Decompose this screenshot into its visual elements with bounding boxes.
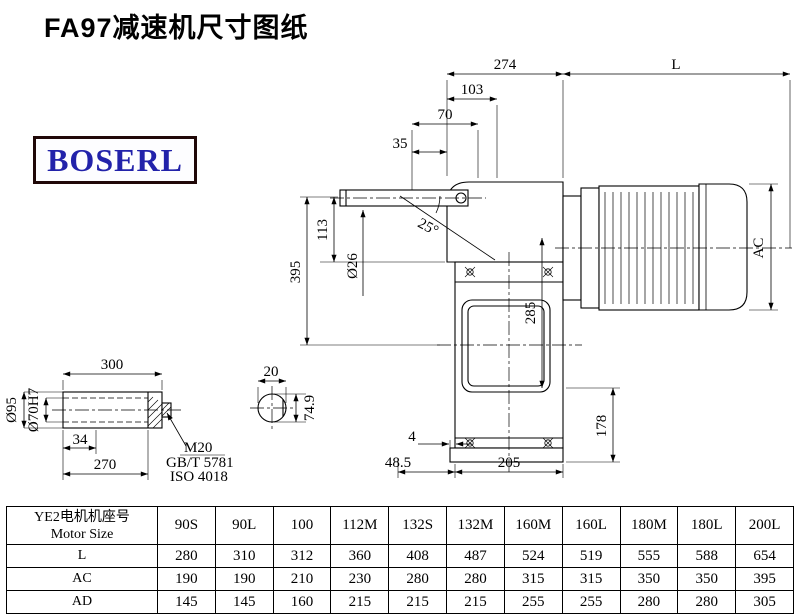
table-cell: 305 <box>735 590 794 614</box>
table-cell: 215 <box>330 590 390 614</box>
gearbox-housing <box>446 181 564 463</box>
table-cell: 519 <box>561 544 621 568</box>
dim-dia26: Ø26 <box>345 253 361 279</box>
table-cell: 280 <box>677 590 737 614</box>
table-cell: 310 <box>214 544 274 568</box>
row-label-L: L <box>6 544 158 568</box>
row-label-AD: AD <box>6 590 158 614</box>
dim-74-9: 74.9 <box>302 395 318 421</box>
table-cell: 215 <box>446 590 505 614</box>
label-m20: M20 <box>184 440 212 456</box>
table-cell: 654 <box>735 544 794 568</box>
table-cell: 315 <box>503 567 563 591</box>
row-label-AC: AC <box>6 567 158 591</box>
table-cell: 487 <box>446 544 505 568</box>
table-cell: 360 <box>330 544 390 568</box>
col-132M: 132M <box>446 506 505 545</box>
dim-AC: AC <box>751 238 767 259</box>
table-cell: 555 <box>619 544 679 568</box>
table-cell: 255 <box>503 590 563 614</box>
dim-L: L <box>671 57 680 73</box>
table-cell: 145 <box>214 590 274 614</box>
table-cell: 395 <box>735 567 794 591</box>
table-cell: 588 <box>677 544 737 568</box>
dim-113: 113 <box>315 219 331 241</box>
page-title: FA97减速机尺寸图纸 <box>44 13 309 43</box>
dim-70: 70 <box>438 107 453 123</box>
dim-4: 4 <box>408 429 416 445</box>
dim-20: 20 <box>264 364 279 380</box>
bolt-markers <box>464 266 554 449</box>
dim-103: 103 <box>461 82 484 98</box>
table-cell: 350 <box>619 567 679 591</box>
table-cell: 255 <box>561 590 621 614</box>
header-cn: YE2电机机座号 <box>34 509 130 525</box>
label-gbt-5781: GB/T 5781 <box>166 455 234 471</box>
dimension-lines <box>21 71 790 477</box>
technical-drawing: 274 L 103 70 35 25° Ø26 113 395 285 AC 1… <box>4 57 792 485</box>
dim-dia70h7: Ø70H7 <box>26 387 42 432</box>
table-cell: 215 <box>388 590 448 614</box>
dim-300: 300 <box>101 357 124 373</box>
dim-35: 35 <box>393 136 408 152</box>
table-cell: 160 <box>272 590 332 614</box>
dimension-labels: 274 L 103 70 35 25° Ø26 113 395 285 AC 1… <box>4 57 767 485</box>
col-100: 100 <box>272 506 332 545</box>
table-header-row: YE2电机机座号 Motor Size 90S 90L 100 112M 132… <box>6 506 794 545</box>
table-row-AD: AD 145 145 160 215 215 215 255 255 280 2… <box>6 590 794 614</box>
motor <box>562 183 748 311</box>
table-cell: 350 <box>677 567 737 591</box>
col-180M: 180M <box>619 506 679 545</box>
header-en: Motor Size <box>50 526 114 542</box>
dim-205: 205 <box>498 455 521 471</box>
col-90S: 90S <box>157 506 216 545</box>
col-132S: 132S <box>388 506 448 545</box>
centerlines <box>52 197 792 472</box>
dim-178: 178 <box>594 415 610 438</box>
table-cell: 210 <box>272 567 332 591</box>
col-90L: 90L <box>214 506 274 545</box>
dim-34: 34 <box>73 432 89 448</box>
table-cell: 312 <box>272 544 332 568</box>
dim-25deg: 25° <box>415 215 441 239</box>
col-200L: 200L <box>735 506 794 545</box>
table-cell: 280 <box>619 590 679 614</box>
col-112M: 112M <box>330 506 390 545</box>
dim-dia95: Ø95 <box>4 397 20 423</box>
table-cell: 280 <box>446 567 505 591</box>
dim-395: 395 <box>288 261 304 284</box>
motor-size-table: YE2电机机座号 Motor Size 90S 90L 100 112M 132… <box>6 506 794 614</box>
table-row-L: L 280 310 312 360 408 487 524 519 555 58… <box>6 544 794 568</box>
table-cell: 280 <box>388 567 448 591</box>
table-cell: 524 <box>503 544 563 568</box>
boserl-logo: BOSERL <box>33 136 197 184</box>
col-160M: 160M <box>503 506 563 545</box>
table-cell: 190 <box>157 567 216 591</box>
col-180L: 180L <box>677 506 737 545</box>
table-cell: 315 <box>561 567 621 591</box>
angle-construction <box>399 195 496 261</box>
dim-48-5: 48.5 <box>385 455 411 471</box>
table-cell: 408 <box>388 544 448 568</box>
col-160L: 160L <box>561 506 621 545</box>
boserl-logo-text: BOSERL <box>47 141 183 178</box>
table-header-motor-size: YE2电机机座号 Motor Size <box>6 506 158 545</box>
table-cell: 230 <box>330 567 390 591</box>
dim-285: 285 <box>523 302 539 325</box>
label-iso-4018: ISO 4018 <box>170 469 228 485</box>
table-cell: 145 <box>157 590 216 614</box>
dim-274: 274 <box>494 57 517 73</box>
hatching <box>147 396 172 429</box>
table-row-AC: AC 190 190 210 230 280 280 315 315 350 3… <box>6 567 794 591</box>
table-cell: 190 <box>214 567 274 591</box>
table-cell: 280 <box>157 544 216 568</box>
dim-270: 270 <box>94 457 117 473</box>
